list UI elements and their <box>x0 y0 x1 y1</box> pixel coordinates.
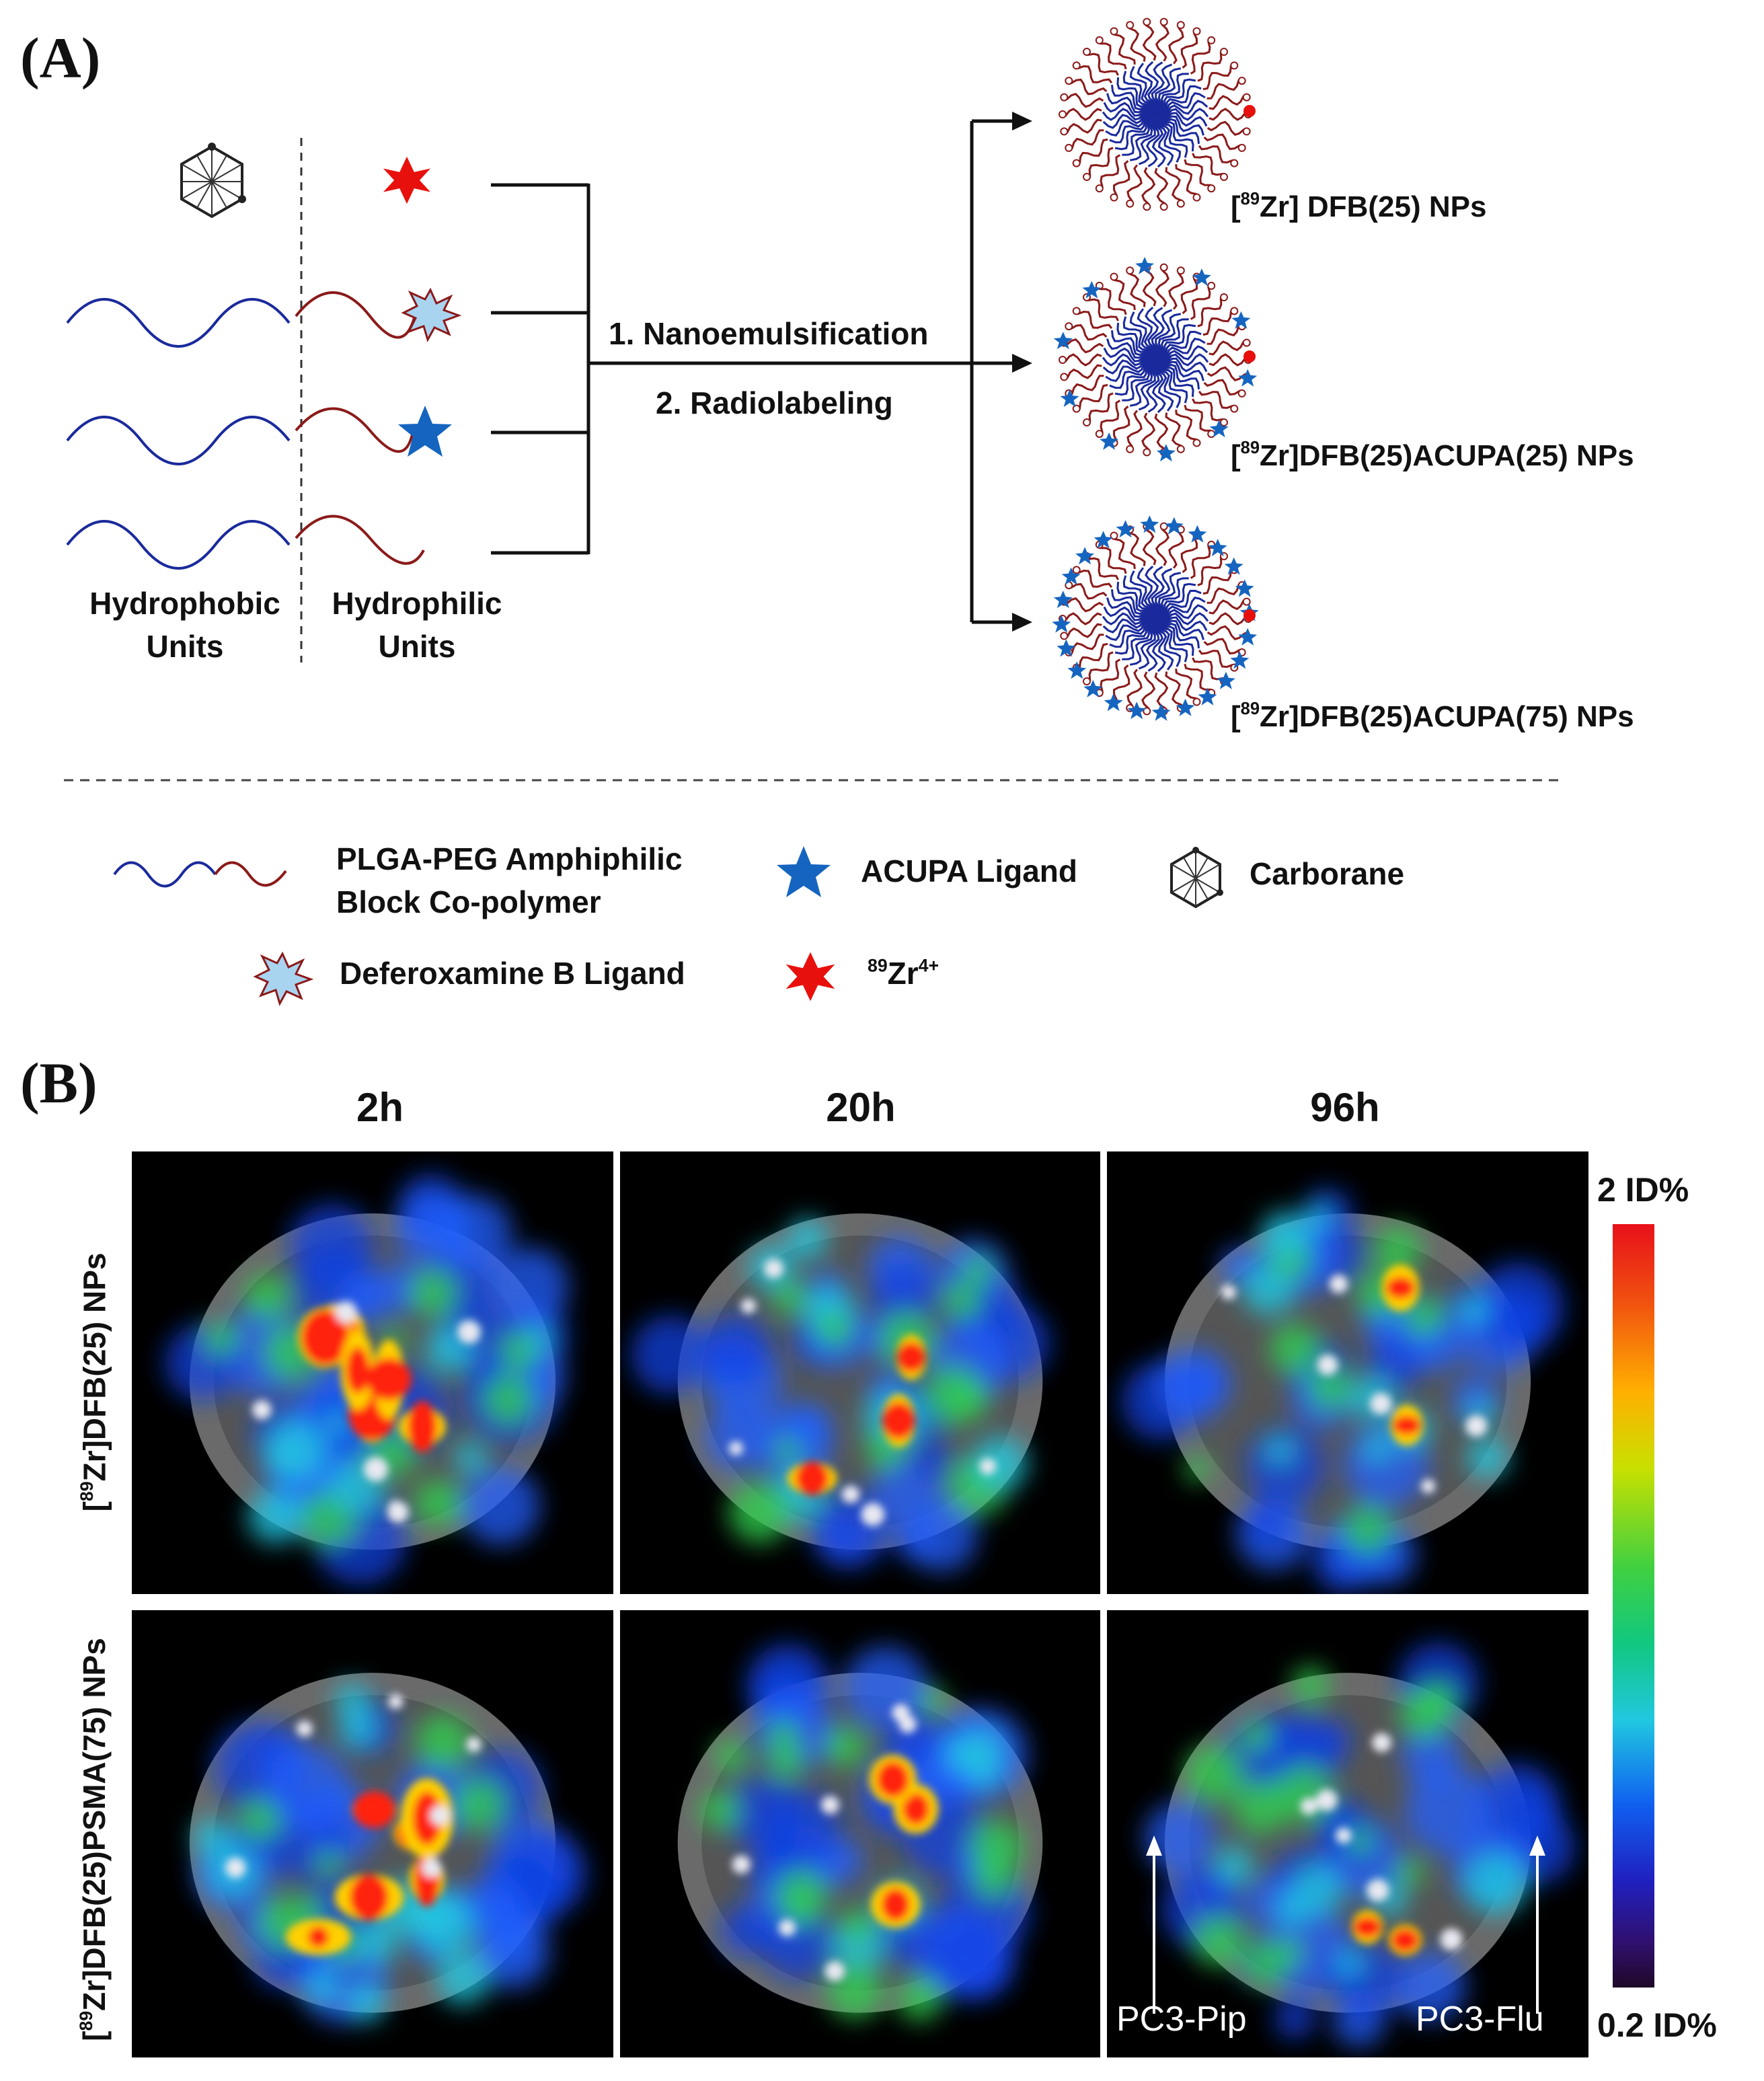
hydrophobic-label: Hydrophobic Units <box>71 582 299 668</box>
step-radiolabeling: 2. Radiolabeling <box>656 385 893 420</box>
nanoparticle-dfb-acupa25 <box>1053 256 1258 462</box>
colorbar <box>1613 1224 1654 1988</box>
legend-carborane-text: Carborane <box>1250 856 1405 891</box>
legend-polymer-text: PLGA-PEG Amphiphilic Block Co-polymer <box>336 837 683 923</box>
nanoparticle-dfb-acupa75 <box>1052 515 1259 721</box>
hydrophobic-line1: Hydrophobic <box>89 586 280 621</box>
colorbar-max-label: 2 ID% <box>1597 1171 1689 1209</box>
legend-acupa-icon <box>777 846 831 897</box>
annotation-pc3-flu: PC3-Flu <box>1416 2000 1544 2039</box>
panel-a-letter: (A) <box>20 26 101 90</box>
input-bracket <box>491 119 1015 624</box>
legend-polymer-line2: Block Co-polymer <box>336 884 601 919</box>
pet-image-dfb-20h <box>620 1151 1100 1594</box>
legend-dfb-text: Deferoxamine B Ligand <box>340 956 685 991</box>
step-nanoemulsification: 1. Nanoemulsification <box>609 316 929 351</box>
colorbar-min-label: 0.2 ID% <box>1597 2006 1717 2044</box>
polymer-chain-acupa <box>66 406 452 465</box>
pet-image-dfb-96h <box>1107 1151 1588 1594</box>
pet-image-psma-96h <box>1107 1610 1588 2057</box>
panel-a-schematic <box>64 13 1560 1006</box>
hydrophilic-label: Hydrophilic Units <box>303 582 531 668</box>
output-arrowheads <box>1012 112 1032 632</box>
hydrophilic-line1: Hydrophilic <box>332 586 502 621</box>
row-label-dfb: [89Zr]DFB(25) NPs <box>76 1252 112 1512</box>
legend-acupa-text: ACUPA Ligand <box>861 854 1077 888</box>
carborane-icon <box>180 143 246 219</box>
product-label-dfb: [89Zr] DFB(25) NPs <box>1231 190 1487 223</box>
row-label-psma: [89Zr]DFB(25)PSMA(75) NPs <box>76 1638 112 2041</box>
timepoint-2h: 2h <box>356 1085 404 1130</box>
product-label-dfb-acupa25: [89Zr]DFB(25)ACUPA(25) NPs <box>1231 439 1634 472</box>
polymer-chain-plain <box>66 515 425 570</box>
hydrophilic-line2: Units <box>378 629 456 664</box>
polymer-chain-dfb <box>66 287 462 348</box>
product-label-dfb-acupa75: [89Zr]DFB(25)ACUPA(75) NPs <box>1231 699 1634 733</box>
legend-dfb-icon <box>253 951 314 1006</box>
timepoint-96h: 96h <box>1310 1085 1380 1130</box>
pet-image-dfb-2h <box>132 1151 613 1594</box>
pet-image-psma-2h <box>132 1610 613 2057</box>
pet-image-psma-20h <box>620 1610 1100 2057</box>
legend-zr-icon <box>785 952 835 1001</box>
tumor-arrows <box>1146 1836 1545 2014</box>
legend-carborane-icon <box>1170 847 1223 909</box>
zr-star-icon <box>383 156 431 204</box>
timepoint-20h: 20h <box>826 1085 896 1130</box>
annotation-pc3-pip: PC3-Pip <box>1116 2000 1247 2039</box>
nanoparticle-dfb <box>1054 13 1256 215</box>
legend-zr-text: 89Zr4+ <box>868 955 939 991</box>
legend-polymer-icon <box>113 861 287 888</box>
panel-b-letter: (B) <box>20 1051 98 1115</box>
hydrophobic-line2: Units <box>146 629 224 664</box>
legend-polymer-line1: PLGA-PEG Amphiphilic <box>336 841 683 876</box>
